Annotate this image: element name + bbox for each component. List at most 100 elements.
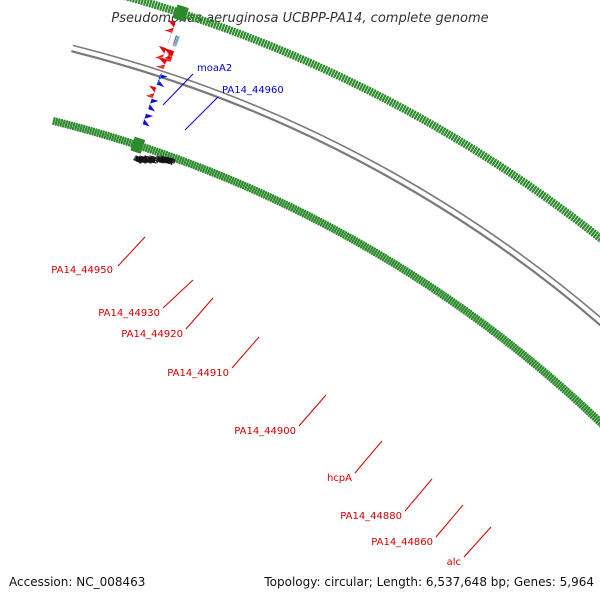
inner-tick	[455, 136, 461, 144]
inner-tick	[401, 105, 407, 113]
inner-tick	[361, 84, 367, 92]
inner-tick	[470, 145, 476, 153]
outer-tick	[569, 393, 576, 400]
outer-tick	[337, 228, 343, 237]
gene-alc	[163, 48, 174, 62]
outer-tick	[59, 118, 64, 127]
outer-tick	[312, 215, 318, 224]
gene-label-leader	[435, 504, 464, 538]
accession-text: Accession: NC_008463	[9, 575, 145, 589]
outer-tick	[443, 293, 450, 302]
inner-tick	[436, 124, 442, 133]
outer-tick	[185, 158, 190, 167]
outer-tick	[101, 130, 105, 139]
outer-tick	[503, 337, 509, 345]
inner-tick	[378, 93, 384, 101]
inner-tick	[145, 0, 150, 7]
gene-red-left-1-body	[155, 45, 166, 60]
gene-hcpA-grey-body	[173, 35, 178, 46]
gene-alc-highlight	[163, 57, 172, 61]
outer-tick	[486, 325, 493, 333]
inner-tick	[583, 224, 590, 232]
outer-tick	[420, 278, 426, 286]
gene-label-leader	[117, 236, 146, 267]
inner-tick	[501, 164, 507, 173]
inner-tick	[450, 133, 456, 141]
tick-mark-layer	[52, 0, 600, 428]
inner-tick	[396, 102, 402, 111]
inner-tick	[543, 193, 549, 201]
outer-tick	[287, 203, 293, 211]
gene-label-leader	[162, 73, 194, 106]
outer-tick	[335, 227, 341, 235]
outer-tick	[234, 178, 240, 187]
outer-tick	[424, 281, 431, 289]
outer-tick	[433, 286, 439, 294]
outer-tick	[517, 348, 523, 356]
outer-tick	[209, 168, 214, 176]
outer-tick	[84, 125, 88, 134]
inner-tick	[493, 160, 500, 168]
outer-tick	[283, 200, 289, 209]
inner-tick	[284, 48, 289, 57]
inner-tick	[373, 90, 379, 99]
outer-tick	[79, 124, 83, 133]
kbp-scale-label: 4004 kbp	[136, 156, 174, 165]
outer-tick	[435, 288, 441, 296]
outer-tick	[366, 244, 372, 253]
inner-tick	[312, 61, 318, 69]
outer-tick	[115, 134, 120, 143]
outer-tick	[294, 206, 300, 214]
outer-tick	[567, 391, 574, 399]
inner-tick	[215, 21, 220, 30]
outer-tick	[586, 408, 593, 416]
outer-tick	[194, 162, 200, 171]
inner-tick	[226, 25, 231, 34]
outer-tick	[353, 237, 359, 245]
kbp-scale-label: 3998 kbp	[138, 156, 176, 165]
inner-tick	[565, 210, 572, 218]
outer-tick	[593, 415, 600, 423]
gene-label-leader	[185, 297, 214, 330]
outer-tick	[66, 120, 71, 129]
outer-tick	[330, 225, 336, 233]
inner-tick	[236, 29, 242, 38]
outer-tick	[61, 119, 66, 128]
outer-tick	[339, 229, 345, 238]
inner-tick	[323, 65, 328, 74]
outer-tick	[127, 138, 132, 147]
outer-tick	[175, 155, 181, 164]
gene-red-tiny-highlight	[156, 64, 165, 69]
inner-tick	[486, 155, 493, 163]
inner-tick	[351, 79, 356, 87]
inner-tick	[411, 110, 417, 119]
outer-tick	[449, 298, 456, 306]
outer-tick	[308, 213, 314, 221]
outer-tick	[532, 361, 539, 369]
inner-tick	[204, 18, 210, 26]
outer-tick	[260, 190, 266, 198]
inner-tick	[526, 182, 533, 190]
inner-tick	[498, 163, 505, 171]
inner-tick	[574, 217, 581, 225]
outer-tick	[237, 179, 242, 188]
outer-tick	[520, 351, 527, 359]
inner-tick	[202, 17, 207, 25]
inner-tick	[462, 140, 469, 148]
inner-tick	[426, 118, 432, 127]
gene-light-top-body	[140, 117, 145, 128]
outer-tick	[426, 282, 433, 290]
outer-tick	[390, 259, 396, 267]
inner-tick	[156, 2, 161, 10]
outer-tick	[375, 250, 381, 258]
outer-tick	[405, 268, 411, 276]
outer-tick	[244, 182, 249, 191]
outer-tick	[454, 301, 460, 309]
outer-tick	[321, 220, 327, 228]
inner-tick	[398, 103, 405, 112]
inner-tick	[140, 0, 144, 6]
inner-tick	[289, 50, 294, 59]
outer-tick	[403, 267, 409, 275]
gene-label: PA14_44880	[340, 511, 402, 522]
